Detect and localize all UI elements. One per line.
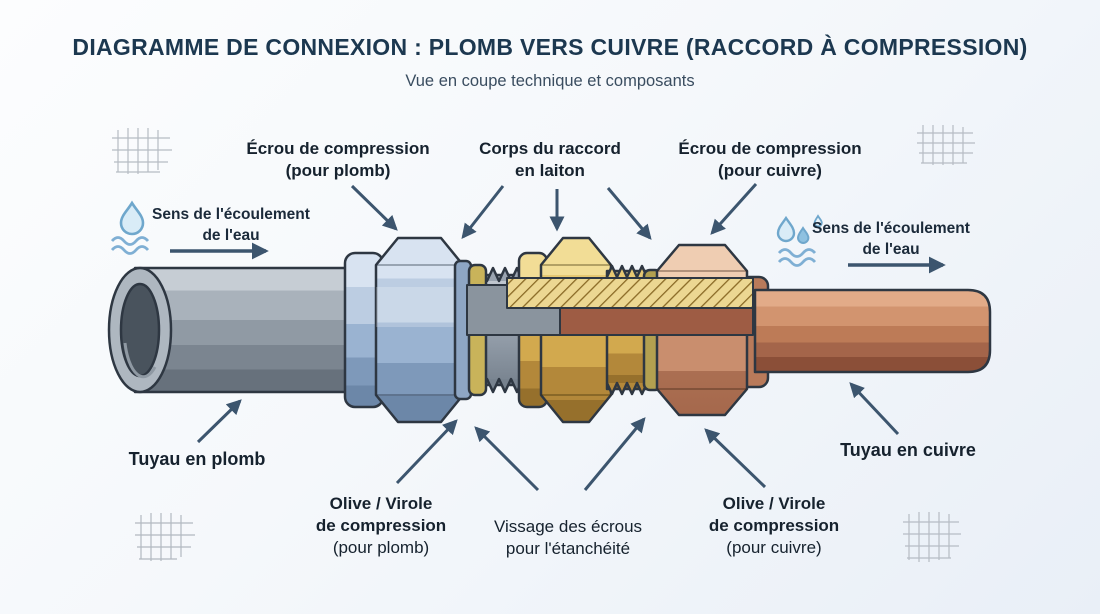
arrow-corps-left <box>461 185 505 239</box>
page-title: DIAGRAMME DE CONNEXION : PLOMB VERS CUIV… <box>72 34 1028 60</box>
callout-vissage: Vissage des écrous pour l'étanchéité <box>493 517 643 559</box>
fitting-illustration <box>107 236 992 424</box>
arrow-ecrou-plomb <box>350 184 398 231</box>
callout-ecrou-plomb: Écrou de compression (pour plomb) <box>246 139 430 181</box>
grid-hash-icon <box>112 128 172 174</box>
flow-label-right: Sens de l'écoulement de l'eau <box>812 220 970 258</box>
cutaway-brass-hatch <box>506 277 754 309</box>
flow-label-left: Sens de l'écoulement de l'eau <box>152 206 310 244</box>
water-drop-icon <box>110 200 150 255</box>
arrow-olive-plomb <box>395 419 458 485</box>
callout-olive-cuivre: Olive / Virole de compression (pour cuiv… <box>708 494 840 558</box>
arrow-vissage-right <box>583 417 646 491</box>
page-subtitle: Vue en coupe technique et composants <box>405 72 695 90</box>
arrow-vissage-left <box>474 426 540 492</box>
arrow-tuyau-cuivre <box>849 382 900 436</box>
water-drops-icon <box>776 214 823 267</box>
arrow-tuyau-plomb <box>196 399 242 444</box>
callout-olive-plomb: Olive / Virole de compression (pour plom… <box>315 494 447 558</box>
grid-hash-icon <box>917 125 975 165</box>
callout-tuyau-plomb: Tuyau en plomb <box>128 449 266 469</box>
grid-hash-icon <box>135 513 195 561</box>
grid-hash-icon <box>903 512 961 562</box>
callout-ecrou-cuivre: Écrou de compression (pour cuivre) <box>678 139 862 181</box>
arrow-corps-right <box>606 187 652 240</box>
callout-corps-raccord: Corps du raccord en laiton <box>479 139 621 181</box>
callout-tuyau-cuivre: Tuyau en cuivre <box>840 440 976 460</box>
arrow-olive-cuivre <box>704 428 767 489</box>
arrow-ecrou-cuivre <box>710 182 758 235</box>
copper-pipe <box>753 288 992 374</box>
